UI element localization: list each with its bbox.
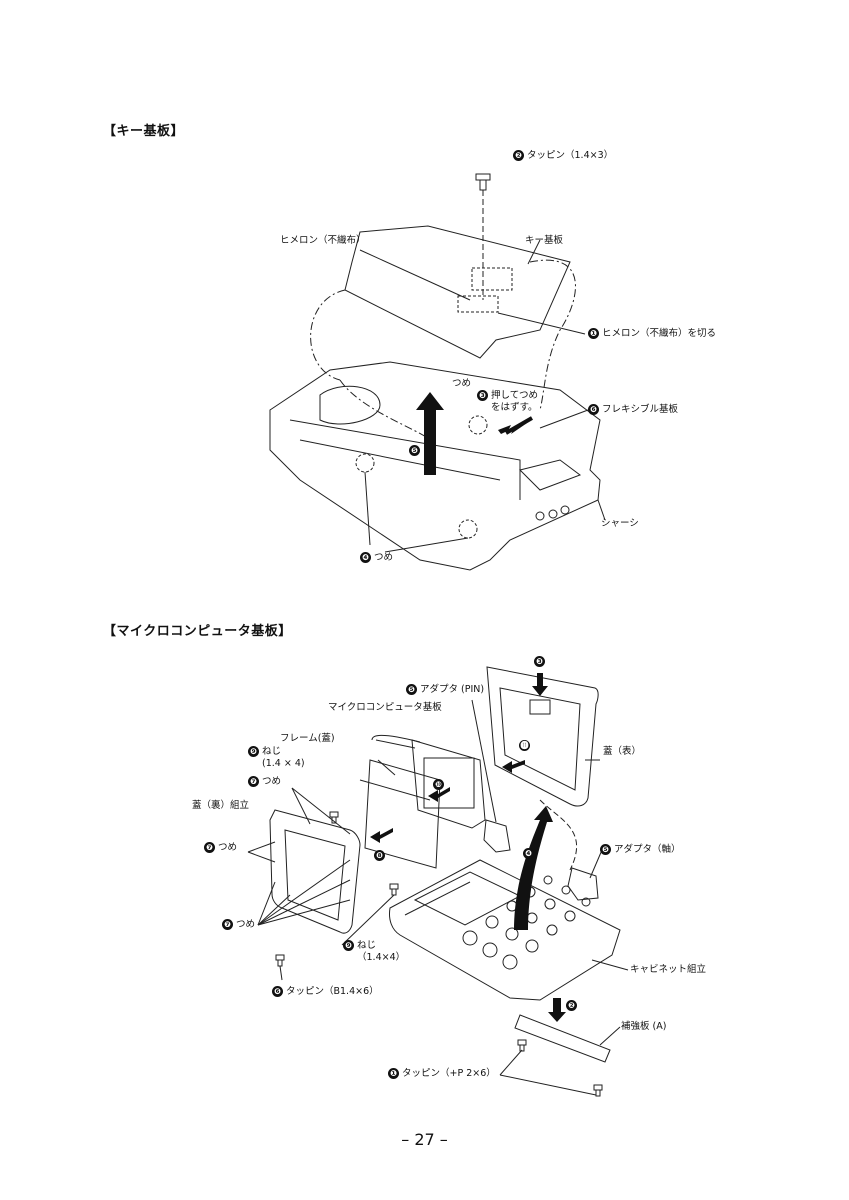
lid-back-label: 蓋（裏）組立 [192, 800, 250, 811]
step4-label: ❹ [523, 848, 534, 860]
screw-icon [517, 1039, 527, 1052]
step10-label: ❿ [433, 779, 444, 791]
down-arrow-icon [532, 673, 548, 696]
screw-icon [593, 1084, 603, 1097]
page-number: – 27 – [401, 1130, 448, 1149]
step5-label: ❺ [409, 445, 420, 457]
section1-title: 【キー基板】 [103, 124, 185, 139]
frame-lid-label: フレーム(蓋) [280, 733, 335, 744]
lid-front-label: 蓋（表） [603, 746, 642, 757]
cabinet-outline [389, 859, 621, 1001]
left-arrow-icon [502, 760, 525, 773]
section2-title: 【マイクロコンピュータ基板】 [103, 624, 292, 639]
himeron-fushokufu-label: ヒメロン（不織布） [280, 235, 366, 246]
left-arrow-icon [370, 828, 393, 843]
step11-label: ⓫ [519, 740, 530, 751]
lid-back-outline [269, 809, 361, 934]
key-board-label: キー基板 [525, 235, 564, 246]
reinforce-plate-label: 補強板 (A) [621, 1021, 667, 1032]
down-arrow-icon [548, 998, 566, 1022]
cabinet-label: キャビネット組立 [630, 964, 707, 975]
step2-label: ❷ [566, 1000, 577, 1012]
screw-icon [275, 954, 285, 967]
left-arrow-icon [428, 787, 450, 802]
key-board-plate [344, 225, 571, 359]
tapping-screw-icon [475, 173, 491, 191]
frame-lid-outline [364, 759, 441, 869]
lid-front-outline [486, 666, 599, 807]
reinforce-plate-outline [514, 1014, 611, 1063]
step3-label: ❸ [534, 656, 545, 668]
up-arrow-icon [514, 806, 553, 930]
tsume-label: つめ [452, 378, 472, 389]
up-arrow-icon [416, 392, 444, 475]
micro-board-label: マイクロコンピュータ基板 [328, 702, 442, 713]
micro-board-outline [411, 739, 486, 829]
screw-icon [389, 883, 399, 896]
chassis-label: シャーシ [601, 518, 639, 529]
step8-label: ❽ [374, 850, 385, 862]
